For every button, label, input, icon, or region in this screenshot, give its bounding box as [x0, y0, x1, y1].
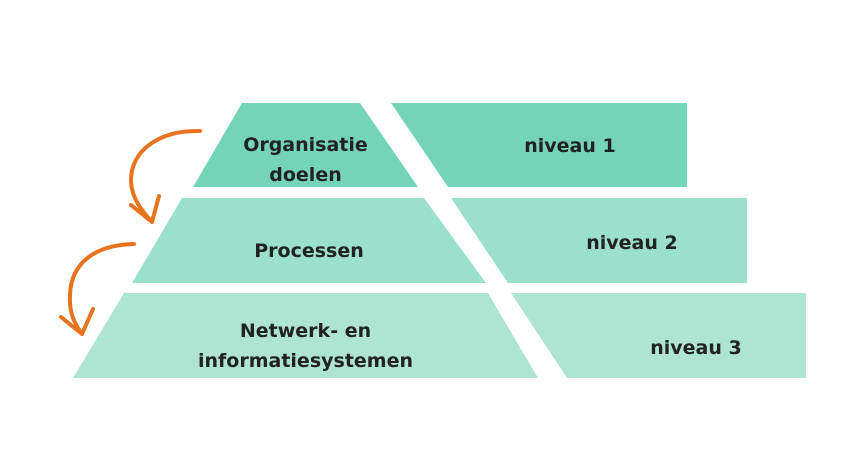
level-2-label: niveau 2: [586, 232, 678, 254]
tier-3-label-line-2: informatiesystemen: [197, 350, 413, 372]
pyramid-tier-3: [73, 293, 538, 378]
tier-3-label-line-1: Netwerk- en: [239, 320, 372, 342]
tier-2-label-line-1: Processen: [254, 240, 364, 262]
tier-2-label: Processen: [132, 236, 486, 266]
level-bar-2: [451, 198, 747, 283]
level-3-label: niveau 3: [650, 337, 742, 359]
curved-down-arrow-icon: [128, 128, 202, 224]
pyramid-tier-2: [132, 198, 486, 283]
level-bar-3: [511, 293, 806, 378]
tier-1-label: Organisatie doelen: [193, 130, 418, 190]
tier-1-label-line-1: Organisatie: [243, 134, 368, 156]
pyramid-tier-1: [193, 103, 418, 187]
tier-3-label: Netwerk- en informatiesystemen: [73, 316, 538, 376]
level-bar-1: [391, 103, 687, 187]
tier-1-label-line-2: doelen: [269, 164, 342, 186]
level-1-label: niveau 1: [524, 135, 616, 157]
curved-down-arrow-icon: [59, 242, 136, 336]
